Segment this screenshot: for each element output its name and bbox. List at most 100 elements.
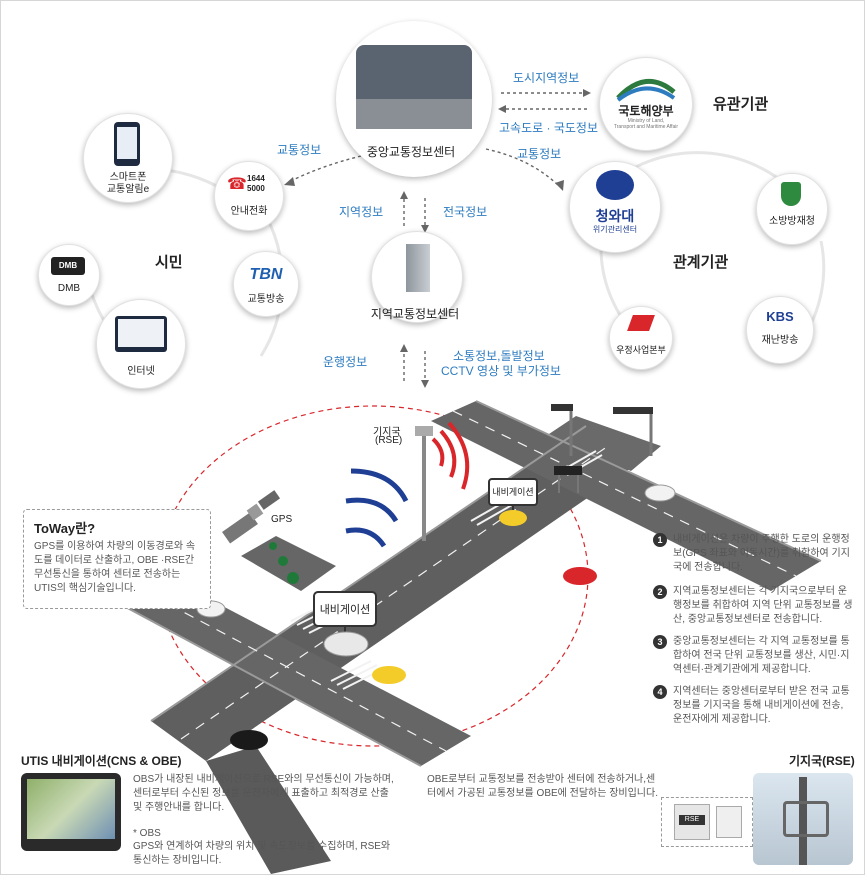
tbn-circle: TBN 교통방송 (233, 251, 299, 317)
step-4-number: 4 (653, 685, 667, 699)
molit-sub2: Transport and Maritime Affair (613, 124, 679, 130)
rse-pole (799, 777, 807, 865)
related-agencies-title: 유관기관 (713, 96, 769, 113)
rse-label: 기지국 (373, 427, 401, 438)
smartphone-circle: 스마트폰 교통알림e (83, 113, 173, 203)
rse-antenna-unit (716, 806, 742, 838)
step-3-number: 3 (653, 635, 667, 649)
toway-body: GPS를 이용하여 차량의 이동경로와 속도를 데이터로 산출하고, OBE ·… (34, 541, 196, 594)
molit-logo (616, 78, 676, 102)
cars (196, 484, 676, 750)
step-3-text: 중앙교통정보센터는 각 지역 교통정보를 통합하여 전국 단위 교통정보를 생산… (673, 636, 850, 675)
navigation-screen (27, 779, 115, 839)
post-circle: 우정사업본부 (609, 306, 673, 370)
south-road (206, 746, 331, 874)
flow-highway-info: 고속도로 · 국도정보 (499, 121, 598, 135)
flow-operation-info: 운행정보 (323, 355, 368, 369)
molit-name: 국토해양부 (618, 104, 674, 118)
flow-traffic-info-right: 교통정보 (517, 147, 562, 161)
monitor-icon (115, 316, 167, 352)
step-1: 1 내비게이션은 차량이 주행한 도로의 운행정보(GPS 좌표와 이동시간)를 … (653, 533, 858, 575)
tbn-label: 교통방송 (247, 294, 285, 305)
tbn-logo: TBN (249, 266, 283, 283)
phone-number-2: 5000 (247, 184, 265, 193)
rse-section-title: 기지국(RSE) (789, 754, 855, 768)
post-label: 우정사업본부 (616, 345, 666, 355)
control-room-desks (356, 99, 472, 129)
citizens-title: 시민 (155, 254, 183, 271)
navigation-device (21, 773, 121, 851)
fire-label: 소방방재청 (769, 216, 815, 227)
rse-equipment: RSE (674, 804, 710, 840)
toway-title: ToWay란? (34, 521, 96, 536)
obs-desc: GPS와 연계하여 차량의 위치 및 속도정보를 수집하며, RSE와 통신하는… (133, 841, 391, 866)
gps-label: GPS (271, 514, 293, 525)
shield-icon (781, 182, 801, 206)
molit-sub: Ministry of Land, (627, 118, 665, 124)
rse-label-2: (RSE) (375, 435, 403, 446)
internet-circle: 인터넷 (96, 299, 186, 389)
bluehouse-name: 청와대 (595, 208, 635, 224)
smartphone-icon (114, 122, 140, 166)
dmb-circle: DMB DMB (38, 244, 100, 306)
right-stub (546, 416, 661, 471)
rse-photo (753, 773, 853, 865)
car-signal (345, 468, 409, 548)
central-center-circle (336, 21, 492, 177)
kbs-logo: KBS (766, 309, 794, 324)
gov-agencies-title: 관계기관 (673, 254, 729, 271)
nav-sign-1: 내비게이션 (492, 487, 534, 497)
building-icon (406, 244, 430, 292)
rse-box-label: RSE (679, 815, 705, 825)
gps-satellite (222, 490, 281, 544)
dmb-label: DMB (57, 283, 81, 294)
nav-sign-2: 내비게이션 (319, 604, 371, 616)
step-1-text: 내비게이션은 차량이 주행한 도로의 운행정보(GPS 좌표와 이동시간)를 취… (673, 534, 850, 573)
central-center-label: 중앙교통정보센터 (366, 145, 456, 159)
regional-center-circle (371, 231, 463, 323)
kbs-label: 재난방송 (761, 335, 799, 346)
post-logo (627, 315, 655, 331)
fire-circle: 소방방재청 (756, 173, 828, 245)
step-1-number: 1 (653, 533, 667, 547)
rse-signal (431, 421, 470, 490)
step-2-text: 지역교통정보센터는 각 기지국으로부터 운행정보를 취합하여 지역 단위 교통정… (673, 586, 853, 625)
flow-cctv-info: CCTV 영상 및 부가정보 (441, 364, 561, 378)
phone-number: 1644 (247, 174, 265, 183)
rse-antenna-ring (783, 801, 829, 837)
kbs-circle: KBS 재난방송 (746, 296, 814, 364)
regional-center-label: 지역교통정보센터 (370, 307, 460, 321)
internet-label: 인터넷 (127, 366, 155, 377)
nav-section-title: UTIS 내비게이션(CNS & OBE) (21, 754, 182, 768)
molit-circle: 국토해양부 Ministry of Land, Transport and Ma… (599, 57, 693, 151)
bluehouse-sub: 위기관리센터 (592, 225, 638, 234)
gps-dots (269, 542, 299, 584)
step-3: 3 중앙교통정보센터는 각 지역 교통정보를 통합하여 전국 단위 교통정보를 생… (653, 635, 858, 677)
toway-box: ToWay란? GPS를 이용하여 차량의 이동경로와 속도를 데이터로 산출하… (23, 509, 211, 609)
dmb-icon: DMB (51, 257, 85, 275)
nav-desc: OBS가 내장된 내비게이션으로 RSE와의 무선통신이 가능하며, 센터로부터… (133, 774, 394, 813)
step-4: 4 지역센터는 중앙센터로부터 받은 전국 교통정보를 기지국을 통해 내비게이션… (653, 685, 858, 727)
step-2-number: 2 (653, 585, 667, 599)
phone-icon: ☎ (227, 176, 247, 193)
flow-city-info: 도시지역정보 (513, 71, 580, 85)
cross-road-upper (431, 401, 821, 591)
left-stub (241, 536, 336, 591)
smartphone-label: 스마트폰 (109, 172, 147, 183)
obs-title: * OBS (133, 828, 161, 839)
bluehouse-circle: 청와대 위기관리센터 (569, 161, 661, 253)
flow-traffic-info-left: 교통정보 (277, 143, 322, 157)
smartphone-label-2: 교통알림e (106, 184, 150, 195)
flow-traffic-incident: 소통정보,돌발정보 (453, 349, 545, 363)
step-4-text: 지역센터는 중앙센터로부터 받은 전국 교통정보를 기지국을 통해 내비게이션에… (673, 686, 850, 725)
flow-national-info: 전국정보 (443, 205, 488, 219)
phone-label: 안내전화 (230, 206, 268, 217)
phone-circle: ☎ 1644 5000 안내전화 (214, 161, 284, 231)
control-room-screen (356, 45, 472, 99)
obe-desc: OBE로부터 교통정보를 전송받아 센터에 전송하거나,센터에서 가공된 교통정… (427, 774, 658, 799)
rse-box-frame: RSE (661, 797, 753, 847)
bluehouse-emblem (596, 170, 634, 200)
step-2: 2 지역교통정보센터는 각 기지국으로부터 운행정보를 취합하여 지역 단위 교통… (653, 585, 858, 627)
